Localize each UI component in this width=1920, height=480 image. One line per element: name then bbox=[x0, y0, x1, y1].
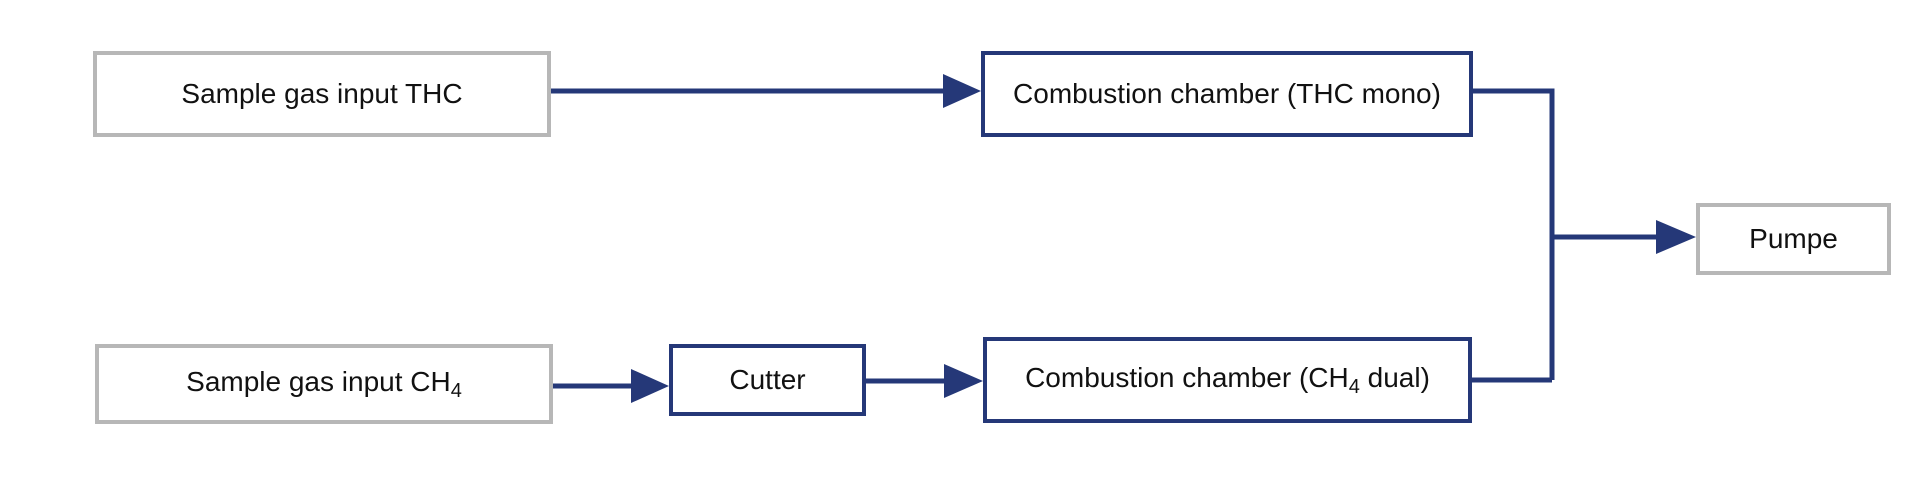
connectors bbox=[551, 88, 1660, 389]
ch4-sample-input-box: Sample gas input CH4 bbox=[95, 344, 553, 424]
thc-sample-input-label: Sample gas input THC bbox=[181, 78, 463, 109]
ch4-combustion-chamber-label: Combustion chamber (CH4 dual) bbox=[1025, 361, 1430, 398]
ch4-sample-input-label: Sample gas input CH4 bbox=[186, 365, 462, 402]
arrowhead-pump bbox=[1656, 220, 1696, 254]
thc-sample-input-box: Sample gas input THC bbox=[93, 51, 551, 137]
cutter-box: Cutter bbox=[669, 344, 866, 416]
edge-thc-chamber-to-junction bbox=[1473, 88, 1555, 380]
thc-combustion-chamber-label: Combustion chamber (THC mono) bbox=[1013, 78, 1441, 109]
arrowhead-cutter bbox=[631, 369, 669, 403]
cutter-label: Cutter bbox=[729, 364, 806, 395]
arrowhead-ch4-chamber bbox=[944, 364, 983, 398]
arrowheads bbox=[631, 74, 1696, 403]
pump-label: Pumpe bbox=[1749, 223, 1838, 254]
thc-combustion-chamber-box: Combustion chamber (THC mono) bbox=[981, 51, 1473, 137]
pump-box: Pumpe bbox=[1696, 203, 1891, 275]
ch4-combustion-chamber-box: Combustion chamber (CH4 dual) bbox=[983, 337, 1472, 423]
arrowhead-thc-chamber bbox=[943, 74, 981, 108]
